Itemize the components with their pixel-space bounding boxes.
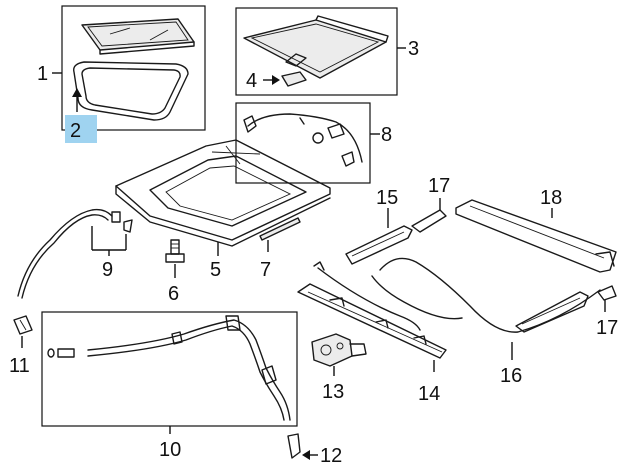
group-box-3 <box>235 7 398 96</box>
right-guide-rail[interactable] <box>515 291 589 333</box>
tube-clip[interactable] <box>287 433 301 459</box>
callout-17b[interactable]: 17 <box>596 317 618 339</box>
callout-5[interactable]: 5 <box>210 259 221 281</box>
callout-8[interactable]: 8 <box>381 124 392 146</box>
drain-hose[interactable] <box>17 208 133 299</box>
sunshade-panel[interactable] <box>243 15 389 79</box>
callout-14[interactable]: 14 <box>418 383 440 405</box>
callout-17a[interactable]: 17 <box>428 175 450 197</box>
left-guide-rail[interactable] <box>297 283 447 359</box>
callout-13[interactable]: 13 <box>322 381 344 403</box>
callout-3[interactable]: 3 <box>408 38 419 60</box>
callout-11[interactable]: 11 <box>9 355 30 377</box>
callout-6[interactable]: 6 <box>168 283 179 305</box>
drive-cable-rear[interactable] <box>371 257 601 333</box>
adhesive-strip[interactable] <box>259 217 301 241</box>
hose-clip[interactable] <box>13 315 33 335</box>
drive-cable-front[interactable] <box>313 261 421 331</box>
callout-4[interactable]: 4 <box>246 70 257 92</box>
callout-1[interactable]: 1 <box>37 63 48 85</box>
guide-rail-bracket[interactable] <box>345 225 413 265</box>
sunshade-handle[interactable] <box>281 71 307 87</box>
highlight-2 <box>65 115 97 143</box>
callout-2[interactable]: 2 <box>70 120 81 142</box>
glass-seal[interactable] <box>73 61 189 121</box>
callout-9[interactable]: 9 <box>102 259 113 281</box>
callout-15[interactable]: 15 <box>376 187 398 209</box>
callout-18[interactable]: 18 <box>540 187 562 209</box>
mounting-bolt[interactable] <box>165 239 185 263</box>
callout-7[interactable]: 7 <box>260 259 271 281</box>
sunroof-glass[interactable] <box>81 18 195 55</box>
rear-frame[interactable] <box>455 199 617 273</box>
group-box-8 <box>235 102 371 184</box>
front-bracket[interactable] <box>411 209 447 233</box>
sunroof-harness[interactable] <box>243 113 363 167</box>
sunroof-frame[interactable] <box>115 139 331 247</box>
rear-bracket[interactable] <box>597 285 617 301</box>
callout-12[interactable]: 12 <box>320 445 342 467</box>
callout-10[interactable]: 10 <box>159 439 181 461</box>
callout-16[interactable]: 16 <box>500 365 522 387</box>
group-box-1 <box>61 5 206 131</box>
sunroof-motor[interactable] <box>311 333 367 367</box>
drain-tube-kit[interactable] <box>47 315 291 421</box>
